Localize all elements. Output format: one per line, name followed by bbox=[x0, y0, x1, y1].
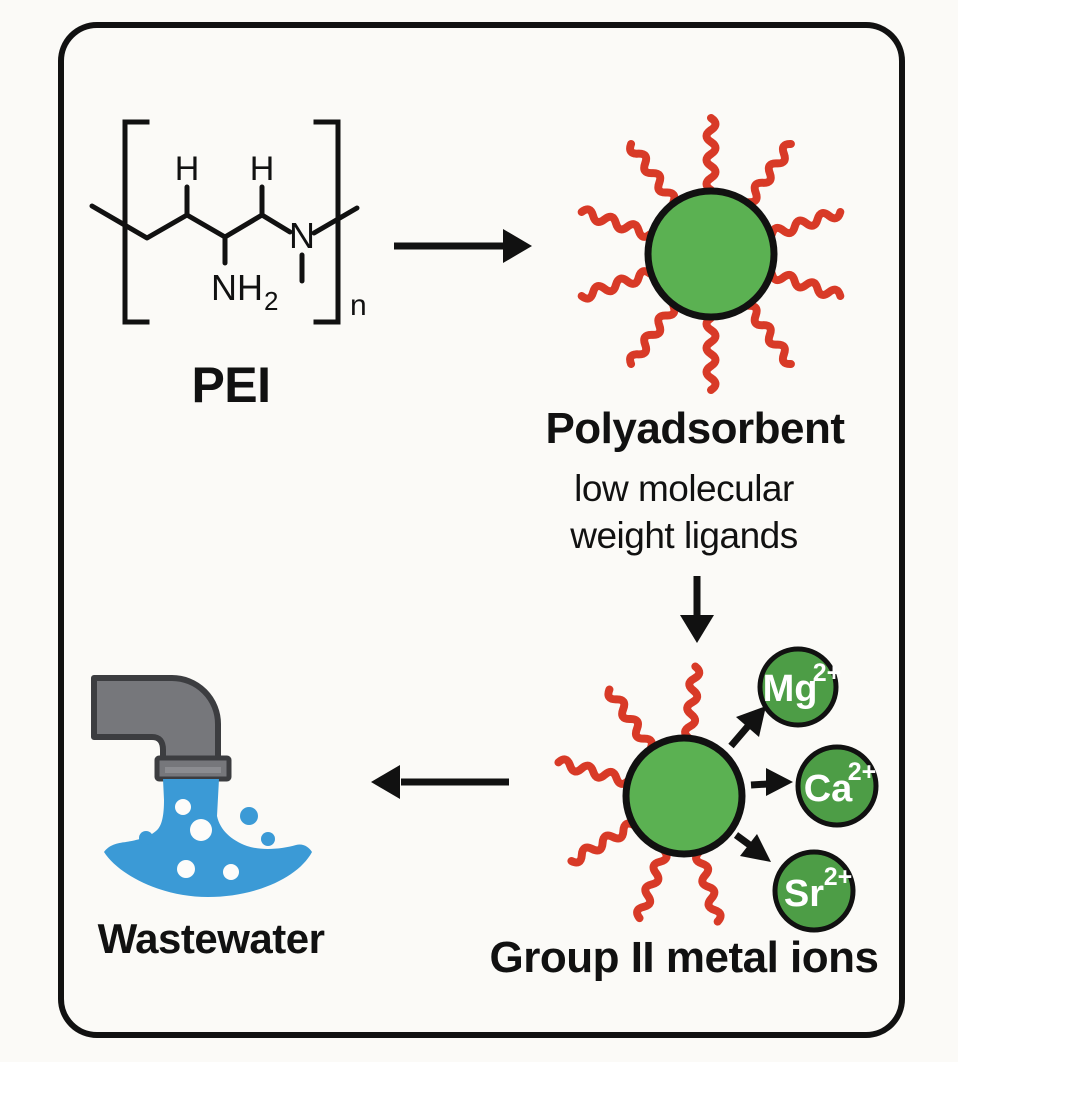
polyadsorbent-title: Polyadsorbent bbox=[545, 404, 845, 453]
pei-atom-n: N bbox=[289, 215, 315, 256]
ca-ion-circle bbox=[795, 744, 879, 828]
figure-border bbox=[58, 22, 905, 1038]
sr-ion-symbol: Sr bbox=[784, 873, 824, 915]
arrow-down-to-metal-release bbox=[680, 576, 714, 643]
water-bubble bbox=[190, 819, 212, 841]
polyadsorbent-subtitle-line1: low molecular bbox=[574, 468, 794, 509]
pei-bracket-right bbox=[313, 119, 341, 325]
sr-ion-charge: 2+ bbox=[824, 863, 853, 891]
pei-atom-h-left: H bbox=[175, 150, 200, 188]
water-droplet bbox=[240, 807, 258, 825]
metal-release-core bbox=[622, 734, 746, 858]
arrow-pei-to-polyadsorbent bbox=[394, 229, 532, 263]
pei-bracket-left bbox=[122, 119, 150, 325]
mg-ion-charge: 2+ bbox=[813, 659, 842, 687]
water-droplet bbox=[261, 832, 275, 846]
sr-ion-circle bbox=[772, 849, 856, 933]
polyadsorbent-subtitle-line2: weight ligands bbox=[569, 515, 797, 556]
arrow-to-wastewater bbox=[371, 765, 509, 799]
pipe-collar-band bbox=[165, 767, 221, 773]
metal-release-particle bbox=[557, 666, 746, 923]
pei-atom-nh-subscript: 2 bbox=[264, 286, 278, 316]
pei-label: PEI bbox=[191, 357, 270, 413]
ca-ion: Ca 2+ bbox=[795, 744, 879, 828]
ca-ion-symbol: Ca bbox=[804, 768, 853, 810]
arrow-to-sr-ion bbox=[733, 832, 771, 862]
ca-ion-charge: 2+ bbox=[848, 758, 877, 786]
pei-atom-h-right: H bbox=[250, 150, 275, 188]
pei-repeat-subscript: n bbox=[350, 289, 367, 322]
water-bubble bbox=[175, 799, 191, 815]
polyadsorbent-particle bbox=[580, 118, 841, 390]
wastewater-icon bbox=[91, 675, 312, 897]
water-droplet bbox=[139, 831, 153, 845]
arrow-to-mg-ion bbox=[728, 706, 766, 749]
mg-ion-circle bbox=[757, 646, 839, 728]
mg-ion: Mg 2+ bbox=[757, 646, 842, 728]
pei-atom-nh: NH bbox=[211, 267, 263, 308]
pei-backbone bbox=[89, 203, 293, 241]
pei-structure: H H N NH 2 n PEI bbox=[89, 119, 367, 413]
polyadsorbent-core bbox=[644, 187, 778, 321]
metal-ions-caption: Group II metal ions bbox=[490, 933, 879, 982]
water-bubble bbox=[177, 860, 195, 878]
sr-ion: Sr 2+ bbox=[772, 849, 856, 933]
pipe-elbow bbox=[91, 675, 221, 762]
water-bubble bbox=[223, 864, 239, 880]
pei-backbone-right bbox=[311, 205, 360, 236]
arrow-to-ca-ion bbox=[750, 768, 793, 796]
mg-ion-symbol: Mg bbox=[763, 668, 818, 710]
wastewater-label: Wastewater bbox=[98, 915, 325, 962]
